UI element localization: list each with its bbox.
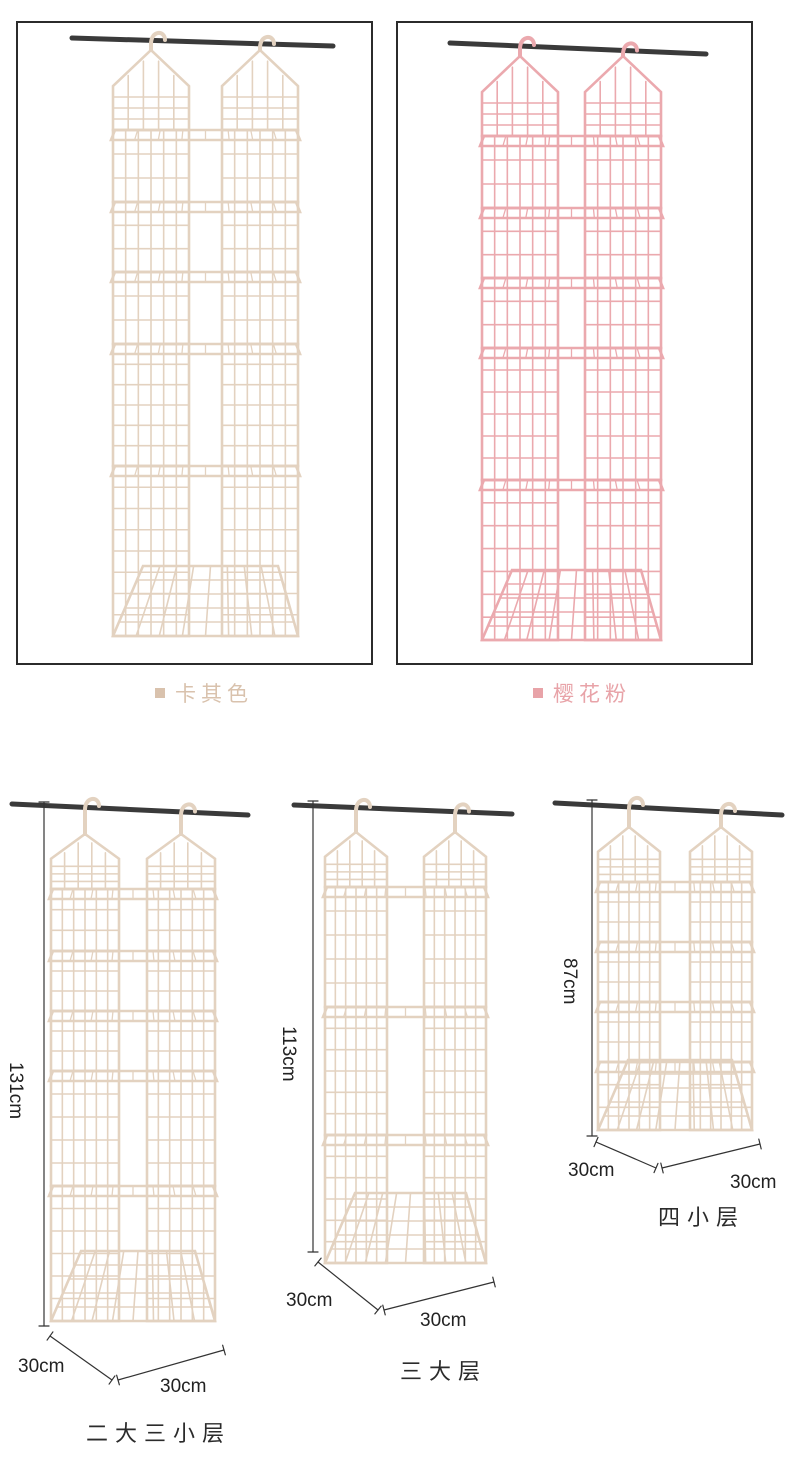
pink-swatch-icon: [533, 688, 543, 698]
organizer-3-tier: [291, 798, 515, 1265]
gable-top: [220, 48, 300, 132]
base-tray: [323, 1191, 488, 1265]
size-label-3-tier: 三大层: [400, 1360, 488, 1385]
hanger-hook-icon: [719, 802, 737, 829]
height-dim-line-c: [586, 799, 598, 1137]
size-label-4-tier: 四小层: [658, 1206, 746, 1231]
width-dimension-a: 30cm: [160, 1376, 206, 1397]
base-tray: [480, 568, 663, 642]
height-dimension-a: 131cm: [5, 1062, 26, 1119]
hanger-hook-icon: [518, 36, 536, 58]
hanging-rod: [291, 802, 515, 817]
hanging-rod: [447, 40, 709, 57]
pink-organizer: [447, 36, 709, 642]
gable-top: [583, 54, 663, 138]
depth-dimension-b: 30cm: [286, 1290, 332, 1311]
khaki-organizer: [69, 31, 336, 638]
base-tray: [111, 564, 300, 638]
khaki-swatch-icon: [155, 688, 165, 698]
height-dimension-b: 113cm: [278, 1026, 299, 1082]
color-option-pink: 樱花粉: [533, 678, 631, 708]
hanger-hook-icon: [83, 797, 101, 836]
width-dim-line-a: [116, 1344, 226, 1386]
base-tray: [49, 1249, 217, 1323]
width-dimension-c: 30cm: [730, 1172, 776, 1193]
width-dim-line-c: [660, 1138, 762, 1174]
color-option-khaki: 卡其色: [155, 678, 253, 708]
depth-dim-line-a: [46, 1331, 116, 1385]
hanging-rod: [69, 35, 336, 49]
width-dim-line-b: [382, 1276, 496, 1316]
depth-dimension-c: 30cm: [568, 1160, 614, 1181]
hanger-hook-icon: [354, 798, 372, 834]
width-dimension-b: 30cm: [420, 1310, 466, 1331]
hanger-hook-icon: [149, 31, 167, 52]
height-dim-line-a: [38, 801, 50, 1327]
hanging-rod: [9, 801, 251, 818]
depth-dim-line-b: [314, 1257, 382, 1315]
size-label-5-tier: 二大三小层: [86, 1422, 232, 1447]
height-dimension-c: 87cm: [559, 958, 580, 1004]
hanger-hook-icon: [627, 796, 645, 829]
hanger-hook-icon: [453, 802, 471, 834]
gable-top: [111, 48, 191, 132]
base-tray: [596, 1058, 754, 1132]
depth-dim-line-c: [593, 1136, 659, 1174]
hanging-rod: [552, 800, 785, 818]
pink-product-photo: [396, 21, 753, 665]
organizer-4-tier: [552, 796, 785, 1132]
color-name-pink: 樱花粉: [553, 682, 631, 706]
organizer-5-tier: [9, 797, 251, 1323]
depth-dimension-a: 30cm: [18, 1356, 64, 1377]
hanger-hook-icon: [179, 802, 197, 836]
height-dim-line-b: [307, 800, 319, 1253]
color-name-khaki: 卡其色: [175, 682, 253, 706]
gable-top: [480, 54, 560, 138]
hanger-hook-icon: [258, 35, 276, 52]
